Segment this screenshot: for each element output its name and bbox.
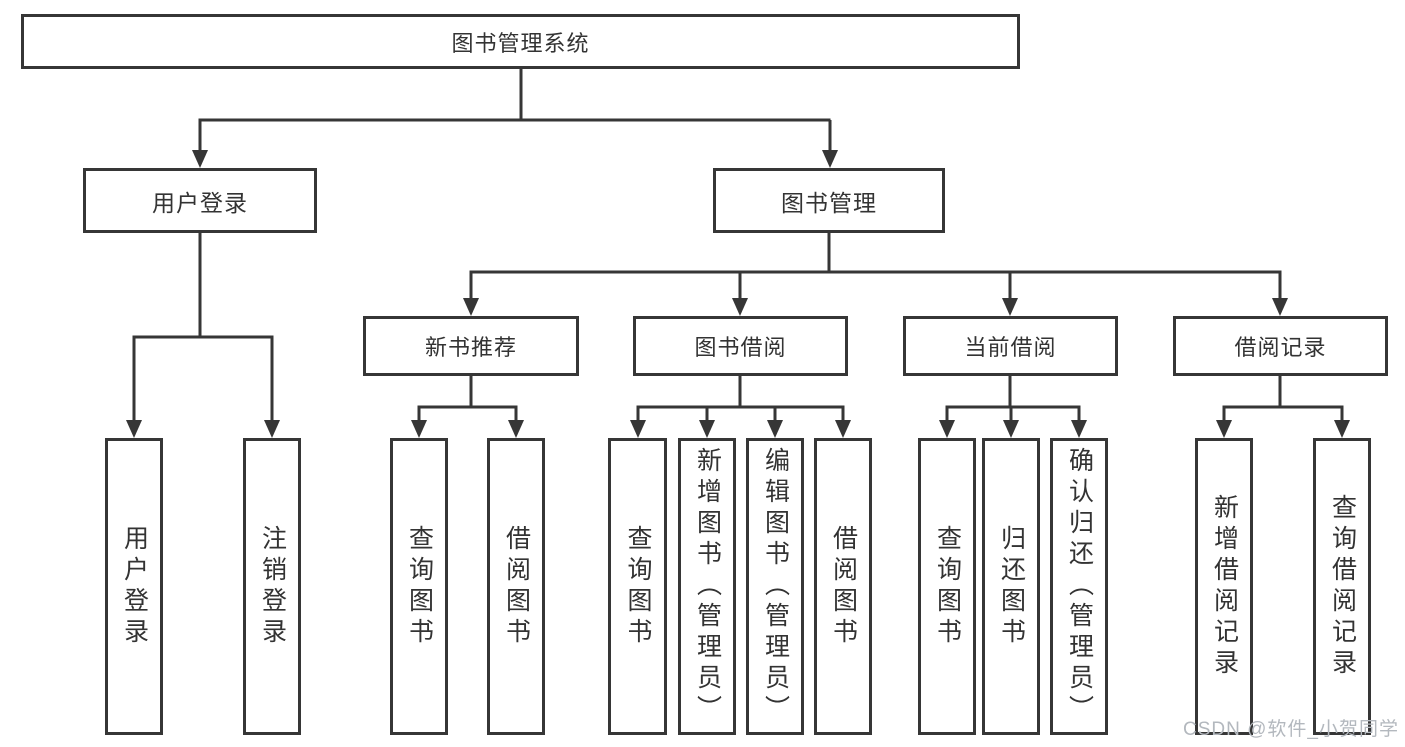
leaf-edit-book-admin: 编辑图书（管理员）: [746, 438, 804, 735]
leaf-user-login: 用户登录: [105, 438, 163, 735]
arrow-down-icon: [630, 420, 646, 438]
arrow-down-icon: [1216, 420, 1232, 438]
connector-user-login-branch: [132, 233, 274, 423]
arrow-down-icon: [1071, 420, 1087, 438]
leaf-confirm-return-admin-label: 确认归还（管理员）: [1065, 447, 1094, 726]
leaf-logout-label: 注销登录: [258, 524, 287, 649]
arrow-down-icon: [699, 420, 715, 438]
arrowheads: [126, 150, 1350, 438]
leaf-query-books-recommend-label: 查询图书: [405, 524, 434, 649]
arrow-down-icon: [1272, 298, 1288, 316]
arrow-down-icon: [508, 420, 524, 438]
connector-current-borrow-branch: [945, 376, 1081, 423]
arrow-down-icon: [1334, 420, 1350, 438]
leaf-borrow-books-borrowing-label: 借阅图书: [829, 524, 858, 649]
leaf-query-books-recommend: 查询图书: [390, 438, 448, 735]
arrow-down-icon: [1003, 420, 1019, 438]
leaf-add-book-admin: 新增图书（管理员）: [678, 438, 736, 735]
leaf-edit-book-admin-label: 编辑图书（管理员）: [761, 447, 790, 726]
arrow-down-icon: [732, 298, 748, 316]
arrow-down-icon: [264, 420, 280, 438]
leaf-add-book-admin-label: 新增图书（管理员）: [693, 447, 722, 726]
watermark: CSDN @软件_小贺同学: [1183, 719, 1399, 740]
arrow-down-icon: [835, 420, 851, 438]
node-borrowing-records-label: 借阅记录: [1234, 335, 1327, 360]
arrow-down-icon: [822, 150, 838, 168]
leaf-query-borrow-record: 查询借阅记录: [1313, 438, 1371, 735]
node-book-management: 图书管理: [713, 168, 945, 233]
node-new-book-recommend: 新书推荐: [363, 316, 579, 376]
arrow-down-icon: [767, 420, 783, 438]
leaf-query-books-current: 查询图书: [918, 438, 976, 735]
node-borrowing-records: 借阅记录: [1173, 316, 1388, 376]
node-user-login: 用户登录: [83, 168, 317, 233]
arrow-down-icon: [939, 420, 955, 438]
leaf-return-book-label: 归还图书: [997, 524, 1026, 649]
leaf-borrow-books-recommend-label: 借阅图书: [502, 524, 531, 649]
node-book-borrowing-label: 图书借阅: [694, 335, 787, 360]
leaf-add-borrow-record: 新增借阅记录: [1195, 438, 1253, 735]
leaf-query-books-borrowing: 查询图书: [608, 438, 667, 735]
connector-lines: [132, 69, 1344, 423]
arrow-down-icon: [463, 298, 479, 316]
node-new-book-recommend-label: 新书推荐: [424, 335, 517, 360]
leaf-borrow-books-recommend: 借阅图书: [487, 438, 545, 735]
connector-root-to-level2: [198, 69, 832, 153]
leaf-user-login-label: 用户登录: [120, 524, 149, 649]
leaf-confirm-return-admin: 确认归还（管理员）: [1050, 438, 1108, 735]
connector-book-mgmt-branch: [469, 233, 1282, 301]
arrow-down-icon: [126, 420, 142, 438]
connector-borrow-records-branch: [1222, 376, 1344, 423]
node-root: 图书管理系统: [21, 14, 1020, 69]
leaf-query-books-borrowing-label: 查询图书: [624, 524, 652, 649]
connector-book-borrow-branch: [636, 376, 845, 423]
node-user-login-label: 用户登录: [152, 189, 248, 216]
arrow-down-icon: [411, 420, 427, 438]
node-current-borrowing: 当前借阅: [903, 316, 1118, 376]
arrow-down-icon: [192, 150, 208, 168]
node-root-label: 图书管理系统: [451, 30, 590, 56]
node-book-management-label: 图书管理: [781, 189, 877, 216]
leaf-query-borrow-record-label: 查询借阅记录: [1328, 493, 1357, 680]
arrow-down-icon: [1002, 298, 1018, 316]
leaf-borrow-books-borrowing: 借阅图书: [814, 438, 872, 735]
leaf-return-book: 归还图书: [982, 438, 1040, 735]
leaf-query-books-current-label: 查询图书: [933, 524, 962, 649]
node-book-borrowing: 图书借阅: [633, 316, 848, 376]
connector-new-books-branch: [417, 376, 518, 423]
node-current-borrowing-label: 当前借阅: [964, 335, 1057, 360]
leaf-add-borrow-record-label: 新增借阅记录: [1210, 493, 1239, 680]
leaf-logout: 注销登录: [243, 438, 301, 735]
